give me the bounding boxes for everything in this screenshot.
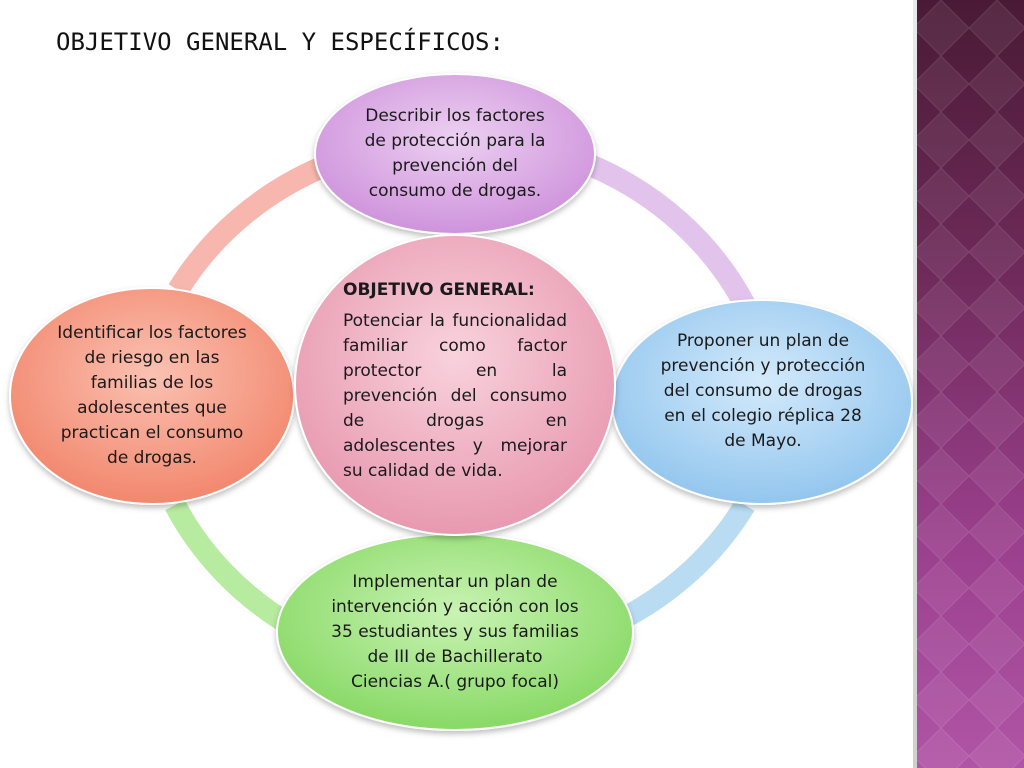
ring-arc-bottom-left: [165, 499, 296, 635]
center-title: OBJETIVO GENERAL:: [343, 280, 535, 300]
slide-title: OBJETIVO GENERAL Y ESPECÍFICOS:: [56, 28, 504, 56]
node-right-text: Proponer un plan de prevención y protecc…: [660, 331, 866, 451]
node-left-shape: [9, 287, 295, 505]
ring-arc-top-right: [585, 154, 755, 311]
center-body: Potenciar la funcionalidad familiar como…: [343, 311, 567, 481]
node-bottom-text: Implementar un plan de intervención y ac…: [331, 572, 579, 692]
side-panel-edge: [913, 0, 917, 768]
diamond-pattern: [917, 0, 1024, 768]
decorative-side-panel: [913, 0, 1024, 768]
ring-arc-right-bottom: [614, 499, 755, 630]
node-center-shape: [294, 234, 616, 536]
node-center-text: OBJETIVO GENERAL: Potenciar la funcional…: [343, 278, 567, 484]
ring-arc-left-top: [168, 157, 325, 296]
node-left-text: Identificar los factores de riesgo en la…: [57, 323, 247, 468]
ring: [165, 154, 755, 635]
node-top-text: Describir los factores de protección par…: [364, 106, 546, 201]
